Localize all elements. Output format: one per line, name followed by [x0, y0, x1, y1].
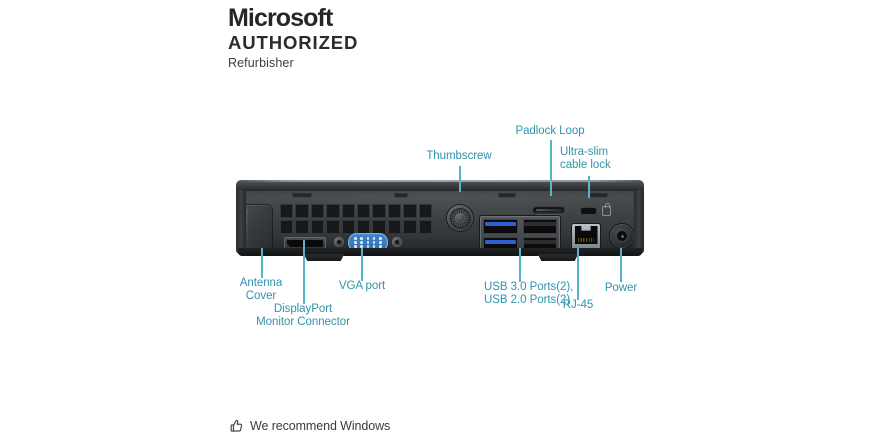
chassis-foot: [537, 254, 579, 261]
vga-screw-post-left: [334, 237, 344, 247]
padlock-loop-part: [532, 206, 566, 215]
callout-antenna-cover: Antenna Cover: [239, 277, 283, 302]
vga-pin-grid: [353, 237, 383, 248]
desktop-mini-rear-panel-image: [236, 180, 644, 261]
leader-line-padlock-loop: [550, 140, 552, 196]
recommend-windows-text: We recommend Windows: [250, 419, 391, 433]
callout-thumbscrew: Thumbscrew: [426, 150, 492, 162]
callout-usb-ports: USB 3.0 Ports(2), USB 2.0 Ports(2): [484, 281, 574, 306]
usb-3-port: [483, 236, 518, 251]
microsoft-authorized-refurbisher-logo: Microsoft AUTHORIZED Refurbisher: [228, 4, 468, 71]
chassis-left-rail: [236, 190, 246, 254]
chassis-right-rail: [634, 190, 644, 254]
chassis-top-slot: [498, 193, 516, 198]
usb-3-port: [483, 219, 518, 234]
callout-cable-lock: Ultra-slim cable lock: [560, 146, 611, 171]
callout-vga-port: VGA port: [338, 280, 386, 292]
displayport-connector-part: [284, 237, 326, 250]
usb-port-bank: [480, 216, 560, 253]
power-connector-part: [610, 224, 634, 248]
chassis-body: [236, 191, 644, 253]
recommend-windows-footer: We recommend Windows: [228, 418, 390, 434]
ventilation-grid: [280, 204, 432, 234]
antenna-cover-part: [242, 205, 272, 253]
cable-lock-slot-part: [580, 207, 597, 215]
leader-line-thumbscrew: [459, 166, 461, 192]
chassis-top-slot: [394, 193, 408, 198]
lock-icon: [602, 203, 611, 216]
vga-screw-post-right: [392, 237, 402, 247]
leader-line-cable-lock: [588, 176, 590, 198]
callout-displayport: DisplayPort Monitor Connector: [256, 303, 350, 328]
thumbscrew-part: [447, 205, 473, 231]
usb-2-port: [522, 219, 557, 234]
thumbs-up-icon: [230, 419, 243, 432]
usb-2-port: [522, 236, 557, 251]
chassis-top-slot: [292, 193, 312, 198]
leader-line-rj45: [577, 248, 579, 300]
leader-line-power: [620, 248, 622, 282]
chassis-top-slot: [588, 193, 608, 198]
leader-line-vga-port: [361, 248, 363, 281]
callout-rj45: RJ-45: [562, 299, 594, 311]
chassis-top-bevel: [236, 180, 644, 192]
rj45-ethernet-port-part: [572, 224, 600, 249]
callout-padlock-loop: Padlock Loop: [515, 125, 585, 137]
leader-line-antenna-cover: [261, 248, 263, 278]
callout-power: Power: [604, 282, 638, 294]
vga-connector-part: [348, 233, 388, 252]
brand-refurbisher-text: Refurbisher: [228, 56, 294, 71]
chassis-base: [238, 248, 642, 256]
brand-authorized-text: AUTHORIZED: [228, 31, 359, 53]
brand-microsoft-text: Microsoft: [228, 4, 333, 32]
leader-line-displayport: [303, 240, 305, 304]
leader-line-usb-ports: [519, 248, 521, 282]
chassis-foot: [303, 254, 345, 261]
